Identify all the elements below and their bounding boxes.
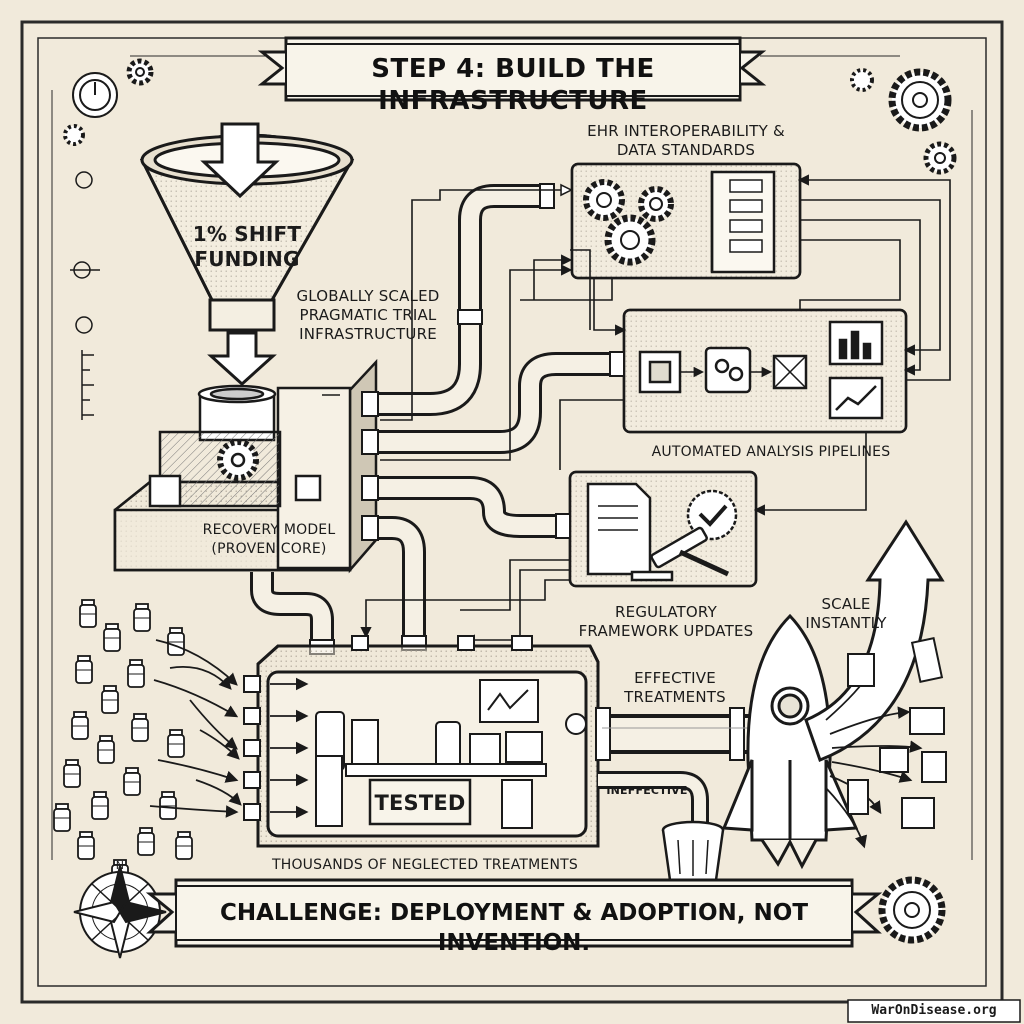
inbound-arrow xyxy=(153,679,239,718)
trash-can-icon xyxy=(661,820,725,882)
gear-icon xyxy=(878,876,946,944)
vial-icon xyxy=(167,627,185,656)
regulatory-box xyxy=(568,470,758,588)
gear-icon xyxy=(63,124,85,146)
data-flow-arrows xyxy=(360,174,951,646)
gear-icon xyxy=(126,58,154,86)
compass-north-label: N xyxy=(115,859,125,872)
page-title: STEP 4: BUILD THE INFRASTRUCTURE xyxy=(371,54,655,116)
effective-label: EFFECTIVE TREATMENTS xyxy=(624,669,726,706)
vial-icon xyxy=(167,729,185,758)
gauge-icon xyxy=(72,72,118,118)
inbound-arrow xyxy=(189,699,238,750)
inbound-arrow xyxy=(157,759,239,783)
tested-label: TESTED xyxy=(374,791,466,815)
effective-pipe xyxy=(595,707,774,761)
watermark-text: WarOnDisease.org xyxy=(871,1003,997,1018)
vial-icon xyxy=(159,791,177,820)
compass-icon xyxy=(73,865,167,959)
analysis-pipeline-box xyxy=(622,308,908,434)
title-banner xyxy=(257,36,767,102)
pipelines-label: AUTOMATED ANALYSIS PIPELINES xyxy=(651,444,891,460)
crosshair-icon xyxy=(70,171,100,334)
ehr-server-box xyxy=(570,162,802,280)
ineffective-label: INEFFECTIVE xyxy=(606,784,688,797)
vial-icon xyxy=(123,767,141,796)
scale-label: SCALE INSTANTLY xyxy=(805,595,887,632)
challenge-banner xyxy=(145,878,883,948)
vial-icon xyxy=(63,759,81,788)
vial-icon xyxy=(137,827,155,856)
vial-icon xyxy=(75,655,93,684)
down-arrow-icon xyxy=(200,122,280,199)
challenge-text: CHALLENGE: DEPLOYMENT & ADOPTION, NOT IN… xyxy=(219,900,809,956)
vial-icon xyxy=(175,831,193,860)
inbound-arrow xyxy=(199,729,240,760)
recovery-model-machine xyxy=(113,358,378,574)
down-arrow-icon xyxy=(207,331,277,387)
outer-border xyxy=(20,20,1004,1004)
recovery-label: RECOVERY MODEL (PROVEN CORE) xyxy=(202,522,336,557)
gear-icon xyxy=(850,68,874,92)
regulatory-label: REGULATORY FRAMEWORK UPDATES xyxy=(578,603,754,640)
inbound-arrows xyxy=(149,639,309,819)
gear-icon xyxy=(888,68,952,132)
vial-icon xyxy=(101,685,119,714)
global-trial-label: GLOBALLY SCALED PRAGMATIC TRIAL INFRASTR… xyxy=(296,287,440,343)
ehr-label: EHR INTEROPERABILITY & DATA STANDARDS xyxy=(587,122,785,159)
funnel-label: 1% SHIFT FUNDING xyxy=(192,222,302,271)
vial-icon xyxy=(97,735,115,764)
product-box-icons xyxy=(847,636,947,829)
vial-icon xyxy=(131,713,149,742)
vial-icon xyxy=(77,831,95,860)
vial-icon xyxy=(91,791,109,820)
vial-icon xyxy=(53,803,71,832)
inbound-arrow xyxy=(149,805,239,818)
gear-icon xyxy=(923,141,957,175)
testing-chamber xyxy=(243,635,600,848)
vial-icon xyxy=(133,603,151,632)
vial-icon xyxy=(71,711,89,740)
pipe-network xyxy=(250,184,624,648)
vial-icon xyxy=(103,623,121,652)
gear-icon xyxy=(583,179,674,266)
vial-icon xyxy=(127,659,145,688)
ruler-icon xyxy=(81,350,94,420)
inbound-arrow xyxy=(169,666,232,690)
vial-icon xyxy=(79,599,97,628)
watermark-box xyxy=(847,999,1021,1023)
neglected-label: THOUSANDS OF NEGLECTED TREATMENTS xyxy=(271,857,578,873)
inbound-arrow xyxy=(195,779,242,806)
